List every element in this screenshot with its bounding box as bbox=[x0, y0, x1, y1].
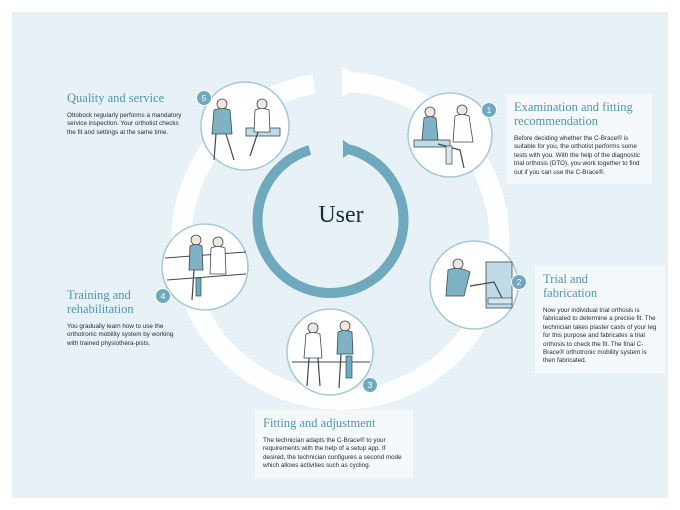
step-2-title: Trial and fabrication bbox=[543, 272, 598, 300]
inner-cycle-arrowhead bbox=[343, 140, 356, 158]
step-badge-5: 5 bbox=[196, 90, 212, 106]
step-1-textbox: Examination and fitting recommendation B… bbox=[506, 94, 652, 185]
illustration-fitting bbox=[286, 308, 374, 396]
step-4-textbox: Training and rehabilitation You graduall… bbox=[59, 282, 187, 355]
step-1-title: Examination and fitting recommendation bbox=[514, 100, 633, 128]
inner-cycle-ring bbox=[252, 143, 409, 298]
step-4-title: Training and rehabilitation bbox=[67, 288, 134, 316]
step-4-description: You gradually learn how to use the ortho… bbox=[67, 323, 174, 347]
step-5-description: Ottobock regularly performs a mandatory … bbox=[67, 112, 182, 136]
step-badge-3: 3 bbox=[362, 377, 378, 393]
center-user-label: User bbox=[318, 202, 364, 228]
step-5-textbox: Quality and service Ottobock regularly p… bbox=[59, 85, 193, 144]
step-badge-2: 2 bbox=[511, 274, 527, 290]
step-2-textbox: Trial and fabrication Now your individua… bbox=[535, 266, 665, 373]
outer-cycle-arrowhead bbox=[342, 66, 362, 98]
step-3-textbox: Fitting and adjustment The technician ad… bbox=[255, 410, 413, 478]
step-badge-4: 4 bbox=[155, 288, 171, 304]
illustration-fabrication bbox=[429, 240, 519, 330]
illustration-training bbox=[161, 223, 249, 311]
step-2-description: Now your individual trial orthosis is fa… bbox=[543, 307, 657, 365]
step-badge-1: 1 bbox=[481, 102, 497, 118]
step-3-title: Fitting and adjustment bbox=[263, 416, 376, 430]
step-3-description: The technician adapts the C-Brace® to yo… bbox=[263, 437, 402, 470]
illustration-examination bbox=[407, 92, 493, 178]
background-panel bbox=[12, 12, 668, 498]
step-1-description: Before deciding whether the C-Brace® is … bbox=[514, 135, 641, 176]
illustration-service bbox=[200, 81, 290, 171]
step-5-title: Quality and service bbox=[67, 91, 165, 105]
